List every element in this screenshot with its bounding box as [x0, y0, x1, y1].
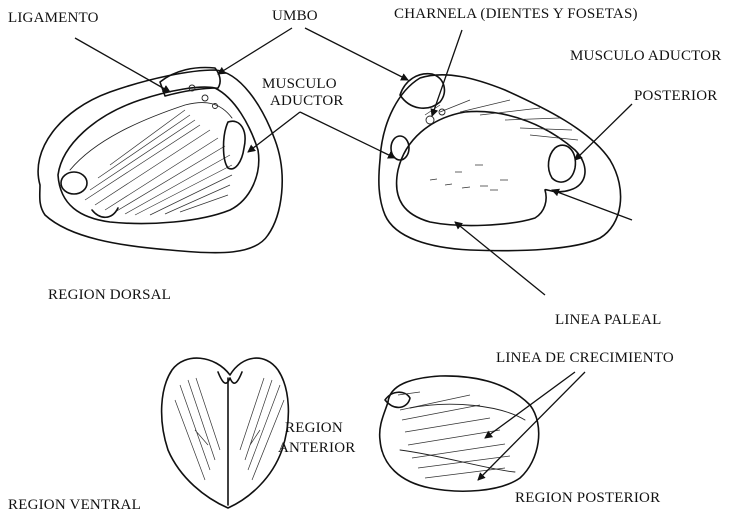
label-umbo: UMBO: [272, 8, 318, 25]
label-region-ventral: REGION VENTRAL: [8, 497, 141, 514]
label-musculo-aductor-right: MUSCULO ADUCTOR: [570, 48, 722, 65]
label-posterior: POSTERIOR: [634, 88, 717, 105]
label-linea-crecimiento: LINEA DE CRECIMIENTO: [496, 350, 674, 367]
label-region-posterior: REGION POSTERIOR: [515, 490, 660, 507]
label-aductor: ADUCTOR: [270, 93, 344, 110]
label-region-anterior-line2: ANTERIOR: [278, 440, 355, 457]
bivalve-ventral-view: [162, 358, 289, 508]
right-valve-interior: [379, 74, 621, 251]
label-charnela: CHARNELA (DIENTES Y FOSETAS): [394, 6, 638, 23]
label-region-dorsal: REGION DORSAL: [48, 287, 171, 304]
label-linea-paleal: LINEA PALEAL: [555, 312, 661, 329]
bivalve-external-view: [380, 376, 539, 491]
label-ligamento: LIGAMENTO: [8, 10, 99, 27]
left-valve-interior: [38, 68, 282, 253]
label-region-anterior-line1: REGION: [285, 420, 343, 437]
label-musculo: MUSCULO: [262, 76, 337, 93]
leader-lines: [75, 28, 632, 480]
